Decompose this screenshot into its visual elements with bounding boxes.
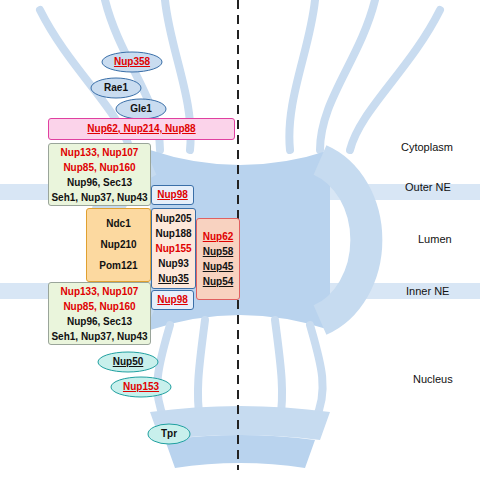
protein-name: Nup96, Sec13 [67, 314, 132, 329]
protein-name: Nup96, Sec13 [67, 175, 132, 190]
protein-name: Nup85, Nup160 [63, 160, 135, 175]
region-label: Cytoplasm [401, 141, 453, 153]
protein-name: Seh1, Nup37, Nup43 [51, 329, 147, 344]
protein-name: Gle1 [130, 102, 152, 116]
region-label: Lumen [418, 233, 452, 245]
protein-name: Nup188 [155, 226, 191, 241]
protein-name: Rae1 [104, 81, 128, 95]
protein-name: Nup155 [155, 241, 191, 256]
protein-name: Pom121 [99, 259, 137, 273]
nucleoporin-ellipse: Rae1 [90, 77, 142, 99]
protein-name: Nup133, Nup107 [61, 145, 139, 160]
nucleoporin-box: Nup98 [151, 290, 194, 310]
protein-name: Nup358 [114, 55, 150, 69]
protein-name: Seh1, Nup37, Nup43 [51, 190, 147, 205]
subcomplex-box: Nup133, Nup107Nup85, Nup160Nup96, Sec13S… [48, 282, 151, 345]
protein-name: Nup205 [155, 211, 191, 226]
protein-name: Tpr [161, 427, 177, 441]
protein-name: Nup98 [157, 293, 188, 307]
subcomplex-box: Nup133, Nup107Nup85, Nup160Nup96, Sec13S… [48, 143, 151, 206]
region-label: Outer NE [405, 181, 451, 193]
protein-name: Nup45 [203, 259, 234, 274]
protein-name: Nup153 [123, 380, 159, 394]
protein-name: Nup210 [100, 238, 136, 252]
nucleoporin-ellipse: Nup50 [97, 351, 159, 373]
protein-name: Nup133, Nup107 [61, 284, 139, 299]
nucleoporin-ellipse: Nup153 [110, 376, 172, 398]
protein-name: Nup54 [203, 274, 234, 289]
subcomplex-box: Nup62Nup58Nup45Nup54 [196, 218, 240, 300]
protein-name: Nup93 [158, 256, 189, 271]
region-label: Nucleus [413, 373, 453, 385]
nucleoporin-ellipse: Tpr [147, 423, 191, 445]
protein-name: Nup35 [158, 271, 189, 286]
nucleoporin-ellipse: Nup358 [101, 51, 163, 73]
protein-name: Nup62, Nup214, Nup88 [87, 122, 195, 136]
nucleoporin-box: Nup62, Nup214, Nup88 [48, 118, 235, 140]
nucleoporin-box: Nup98 [151, 185, 194, 205]
protein-name: Nup85, Nup160 [63, 299, 135, 314]
protein-name: Nup98 [157, 188, 188, 202]
protein-name: Nup58 [203, 244, 234, 259]
protein-name: Ndc1 [106, 217, 130, 231]
protein-name: Nup62 [203, 229, 234, 244]
subcomplex-box: Ndc1Nup210Pom121 [86, 208, 151, 282]
subcomplex-box: Nup205Nup188Nup155Nup93Nup35 [151, 208, 196, 289]
protein-name: Nup50 [113, 355, 144, 369]
nucleoporin-ellipse: Gle1 [115, 98, 167, 120]
region-label: Inner NE [406, 285, 449, 297]
